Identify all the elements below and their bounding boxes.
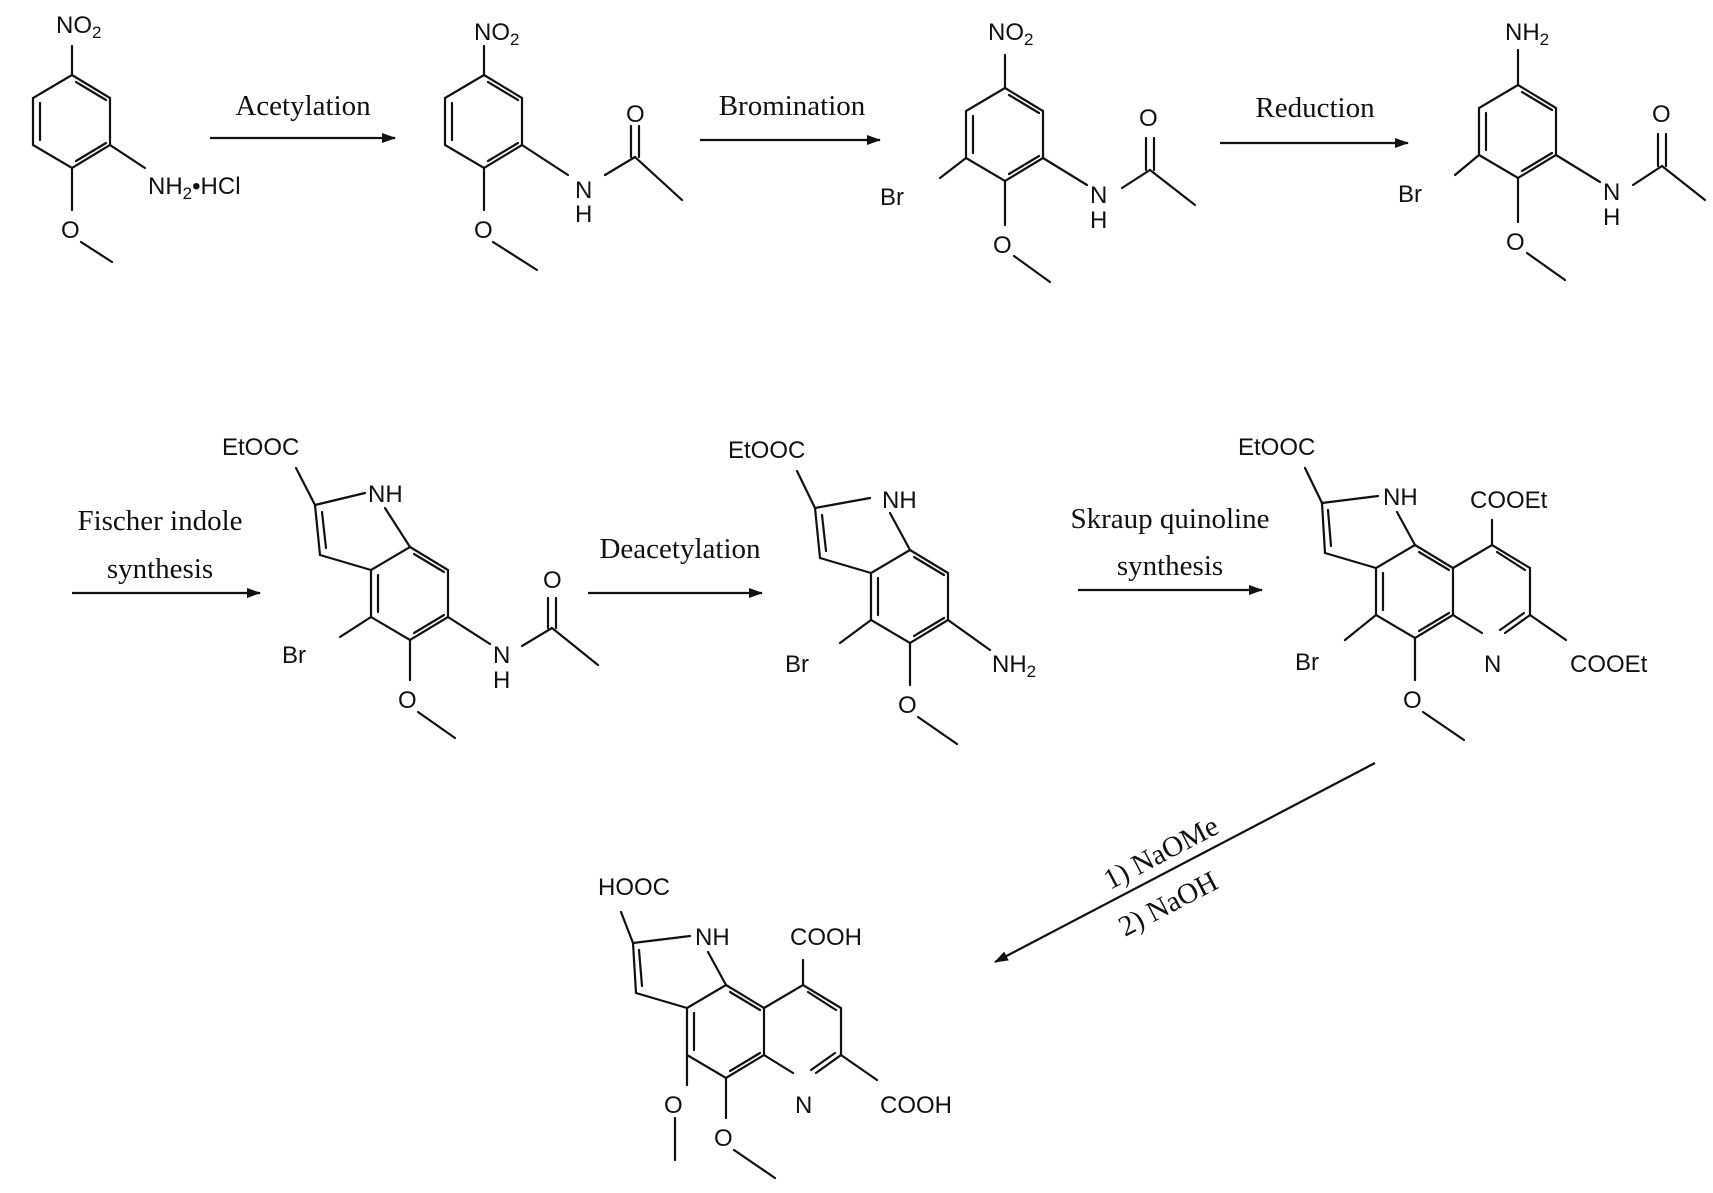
step-hydrolysis: 1) NaOMe 2) NaOH: [995, 763, 1375, 962]
svg-text:O: O: [1652, 101, 1671, 128]
svg-text:Br: Br: [282, 642, 306, 669]
svg-text:O: O: [543, 567, 562, 594]
compound-pyrroloquinoline-tricarboxylic-acid: HOOC NH COOH O N COOH O: [598, 874, 952, 1178]
step-acetylation: Acetylation: [210, 90, 395, 138]
svg-text:COOH: COOH: [880, 1092, 952, 1119]
svg-text:NO2: NO2: [56, 12, 101, 42]
step-bromination: Bromination: [700, 90, 880, 140]
svg-text:O: O: [993, 232, 1012, 259]
svg-text:NH2: NH2: [1505, 19, 1549, 49]
svg-text:NH2: NH2: [992, 651, 1036, 681]
svg-text:NH: NH: [695, 924, 730, 951]
svg-text:synthesis: synthesis: [107, 553, 213, 585]
svg-text:O: O: [398, 687, 417, 714]
step-deacetylation: Deacetylation: [588, 533, 762, 593]
svg-text:Fischer indole: Fischer indole: [77, 505, 242, 537]
arrow-hydrolysis: [995, 763, 1375, 962]
svg-text:N: N: [1603, 179, 1620, 206]
svg-text:Deacetylation: Deacetylation: [599, 533, 761, 565]
svg-text:Acetylation: Acetylation: [235, 90, 371, 122]
svg-text:EtOOC: EtOOC: [1238, 434, 1315, 461]
svg-text:H: H: [1090, 207, 1107, 234]
svg-text:N: N: [1090, 182, 1107, 209]
svg-text:NH: NH: [1383, 484, 1418, 511]
svg-text:N: N: [493, 642, 510, 669]
svg-text:Br: Br: [785, 651, 809, 678]
svg-text:H: H: [575, 201, 592, 228]
svg-text:O: O: [1139, 105, 1158, 132]
svg-text:NH: NH: [368, 481, 403, 508]
svg-text:O: O: [61, 217, 80, 244]
svg-text:Br: Br: [1295, 649, 1319, 676]
compound-indole-acetamide: EtOOC NH Br N H O O: [222, 434, 598, 738]
svg-text:NO2: NO2: [988, 19, 1033, 49]
svg-text:O: O: [898, 692, 917, 719]
svg-text:H: H: [1603, 204, 1620, 231]
compound-amino-bromo-acetanilide: NH2 Br N H O O: [1398, 19, 1705, 280]
svg-text:Bromination: Bromination: [719, 90, 866, 122]
compound-aminoindole: EtOOC NH Br NH2 O: [728, 437, 1036, 744]
svg-text:Br: Br: [880, 184, 904, 211]
svg-text:NO2: NO2: [474, 19, 519, 49]
svg-text:H: H: [493, 667, 510, 694]
step-fischer-indole: Fischer indole synthesis: [72, 505, 260, 593]
compound-pyrroloquinoline-triester: EtOOC NH COOEt Br N COOEt O: [1238, 434, 1648, 740]
svg-text:Br: Br: [1398, 181, 1422, 208]
compound-nitro-acetanilide: NO2 N H O O: [445, 19, 682, 270]
svg-text:O: O: [664, 1092, 683, 1119]
svg-text:O: O: [714, 1125, 733, 1152]
svg-text:N: N: [795, 1092, 812, 1119]
svg-text:N: N: [1484, 651, 1501, 678]
svg-text:N: N: [575, 177, 592, 204]
svg-text:HOOC: HOOC: [598, 874, 670, 901]
svg-text:O: O: [626, 101, 645, 128]
svg-text:O: O: [474, 217, 493, 244]
compound-2-methoxy-5-nitroaniline-hcl: NO2 NH2•HCl O: [33, 12, 241, 262]
step-skraup-quinoline: Skraup quinoline synthesis: [1071, 503, 1270, 590]
svg-text:COOH: COOH: [790, 924, 862, 951]
svg-text:Reduction: Reduction: [1255, 92, 1375, 124]
svg-text:synthesis: synthesis: [1117, 550, 1223, 582]
svg-text:COOEt: COOEt: [1570, 651, 1648, 678]
svg-text:Skraup quinoline: Skraup quinoline: [1071, 503, 1270, 535]
svg-text:O: O: [1506, 229, 1525, 256]
compound-bromo-nitro-acetanilide: NO2 Br N H O O: [880, 19, 1195, 282]
svg-text:EtOOC: EtOOC: [728, 437, 805, 464]
svg-text:COOEt: COOEt: [1470, 487, 1548, 514]
svg-text:O: O: [1403, 687, 1422, 714]
svg-text:EtOOC: EtOOC: [222, 434, 299, 461]
svg-text:NH2•HCl: NH2•HCl: [148, 173, 241, 203]
svg-text:NH: NH: [882, 487, 917, 514]
step-reduction: Reduction: [1220, 92, 1408, 143]
